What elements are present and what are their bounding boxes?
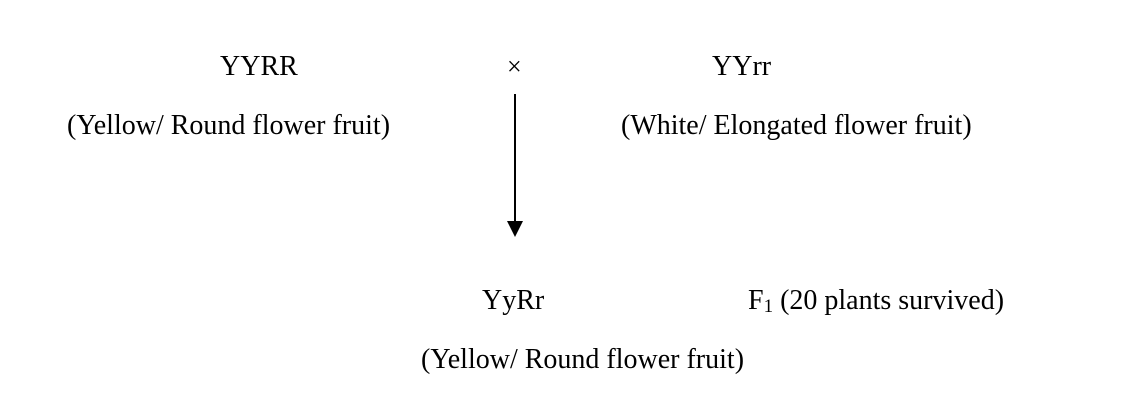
generation-letter: F <box>748 285 764 316</box>
down-arrow-icon <box>507 94 523 237</box>
offspring-phenotype: (Yellow/ Round flower fruit) <box>421 344 745 375</box>
survival-note: (20 plants survived) <box>773 285 1005 316</box>
generation-label: F1 (20 plants survived) <box>748 285 1004 323</box>
parent2-phenotype: (White/ Elongated flower fruit) <box>621 110 972 141</box>
cross-symbol: × <box>507 52 522 81</box>
parent1-phenotype: (Yellow/ Round flower fruit) <box>67 110 391 141</box>
offspring-genotype: YyRr <box>482 285 545 316</box>
parent1-genotype: YYRR <box>220 51 298 82</box>
parent2-genotype: YYrr <box>712 51 772 82</box>
generation-subscript: 1 <box>763 296 774 317</box>
